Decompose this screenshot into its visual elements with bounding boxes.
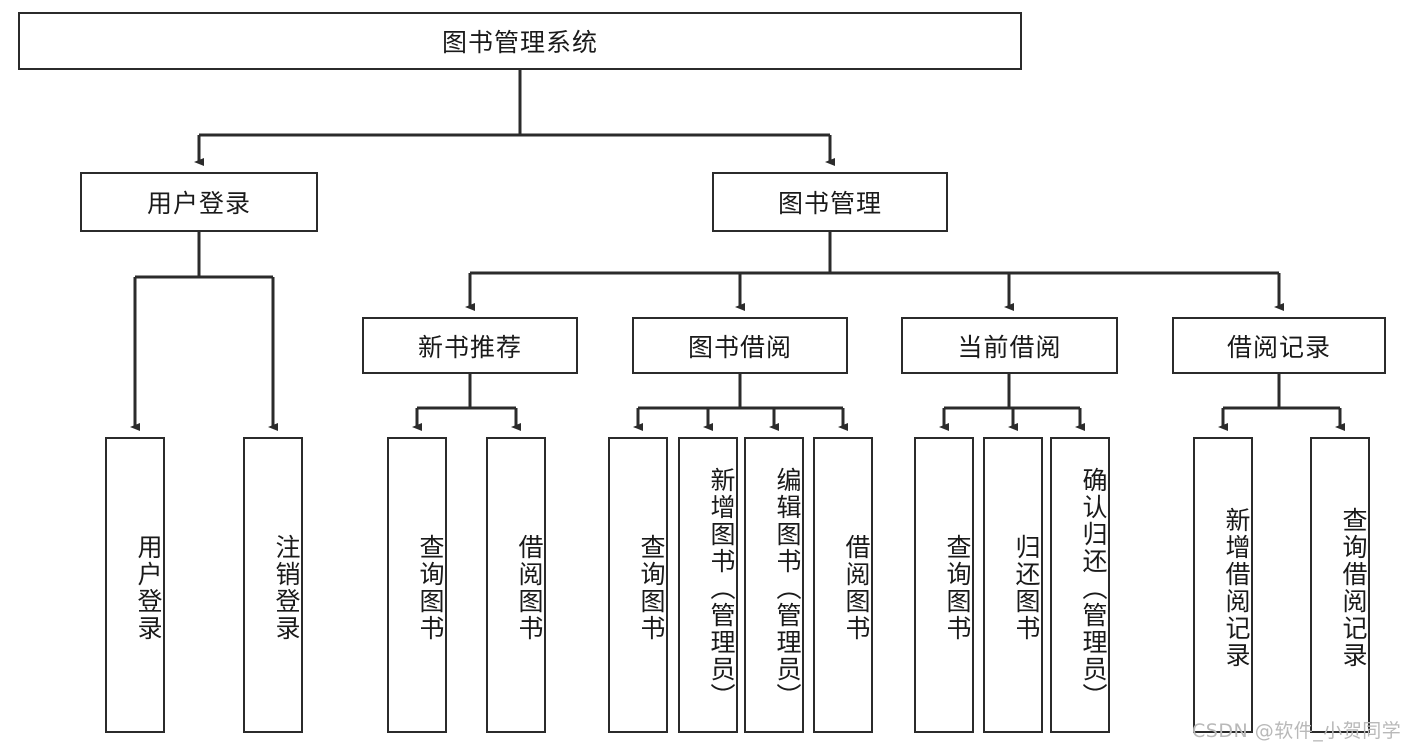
- node-borrow-record-label: 借阅记录: [1226, 332, 1331, 362]
- node-user-login[interactable]: 用户登录: [80, 172, 318, 232]
- leaf-query-book-1-label: 查询图书: [416, 534, 445, 642]
- leaf-return-book-label: 归还图书: [1012, 534, 1041, 642]
- leaf-edit-book-label: 编辑图书（管理员）: [773, 466, 802, 710]
- leaf-query-book-3-label: 查询图书: [943, 534, 972, 642]
- leaf-query-book-2-label: 查询图书: [637, 534, 666, 642]
- leaf-borrow-book-1-label: 借阅图书: [515, 534, 544, 642]
- leaf-query-book-1[interactable]: 查询图书: [387, 437, 447, 733]
- leaf-edit-book[interactable]: 编辑图书（管理员）: [744, 437, 804, 733]
- leaf-add-book[interactable]: 新增图书（管理员）: [678, 437, 738, 733]
- leaf-logout[interactable]: 注销登录: [243, 437, 303, 733]
- leaf-query-book-2[interactable]: 查询图书: [608, 437, 668, 733]
- node-new-book-rec[interactable]: 新书推荐: [362, 317, 578, 374]
- node-root[interactable]: 图书管理系统: [18, 12, 1022, 70]
- node-current-borrow[interactable]: 当前借阅: [901, 317, 1118, 374]
- leaf-confirm-return-label: 确认归还（管理员）: [1079, 466, 1108, 710]
- node-current-borrow-label: 当前借阅: [957, 332, 1062, 362]
- leaf-logout-label: 注销登录: [272, 534, 301, 642]
- leaf-borrow-book-2-label: 借阅图书: [842, 534, 871, 642]
- node-user-login-label: 用户登录: [146, 189, 251, 218]
- leaf-query-book-3[interactable]: 查询图书: [914, 437, 974, 733]
- node-book-borrow[interactable]: 图书借阅: [632, 317, 848, 374]
- leaf-add-record-label: 新增借阅记录: [1222, 507, 1251, 669]
- leaf-query-record-label: 查询借阅记录: [1339, 507, 1368, 669]
- node-book-manage-label: 图书管理: [777, 189, 882, 218]
- leaf-add-record[interactable]: 新增借阅记录: [1193, 437, 1253, 733]
- node-new-book-rec-label: 新书推荐: [417, 332, 522, 362]
- leaf-borrow-book-2[interactable]: 借阅图书: [813, 437, 873, 733]
- leaf-query-record[interactable]: 查询借阅记录: [1310, 437, 1370, 733]
- leaf-confirm-return[interactable]: 确认归还（管理员）: [1050, 437, 1110, 733]
- leaf-user-login-label: 用户登录: [134, 534, 163, 642]
- leaf-user-login[interactable]: 用户登录: [105, 437, 165, 733]
- leaf-borrow-book-1[interactable]: 借阅图书: [486, 437, 546, 733]
- node-book-manage[interactable]: 图书管理: [712, 172, 948, 232]
- node-book-borrow-label: 图书借阅: [687, 332, 792, 362]
- node-borrow-record[interactable]: 借阅记录: [1172, 317, 1386, 374]
- node-root-label: 图书管理系统: [441, 28, 598, 57]
- leaf-return-book[interactable]: 归还图书: [983, 437, 1043, 733]
- csdn-watermark: CSDN @软件_小贺同学: [1192, 720, 1402, 742]
- leaf-add-book-label: 新增图书（管理员）: [707, 466, 736, 710]
